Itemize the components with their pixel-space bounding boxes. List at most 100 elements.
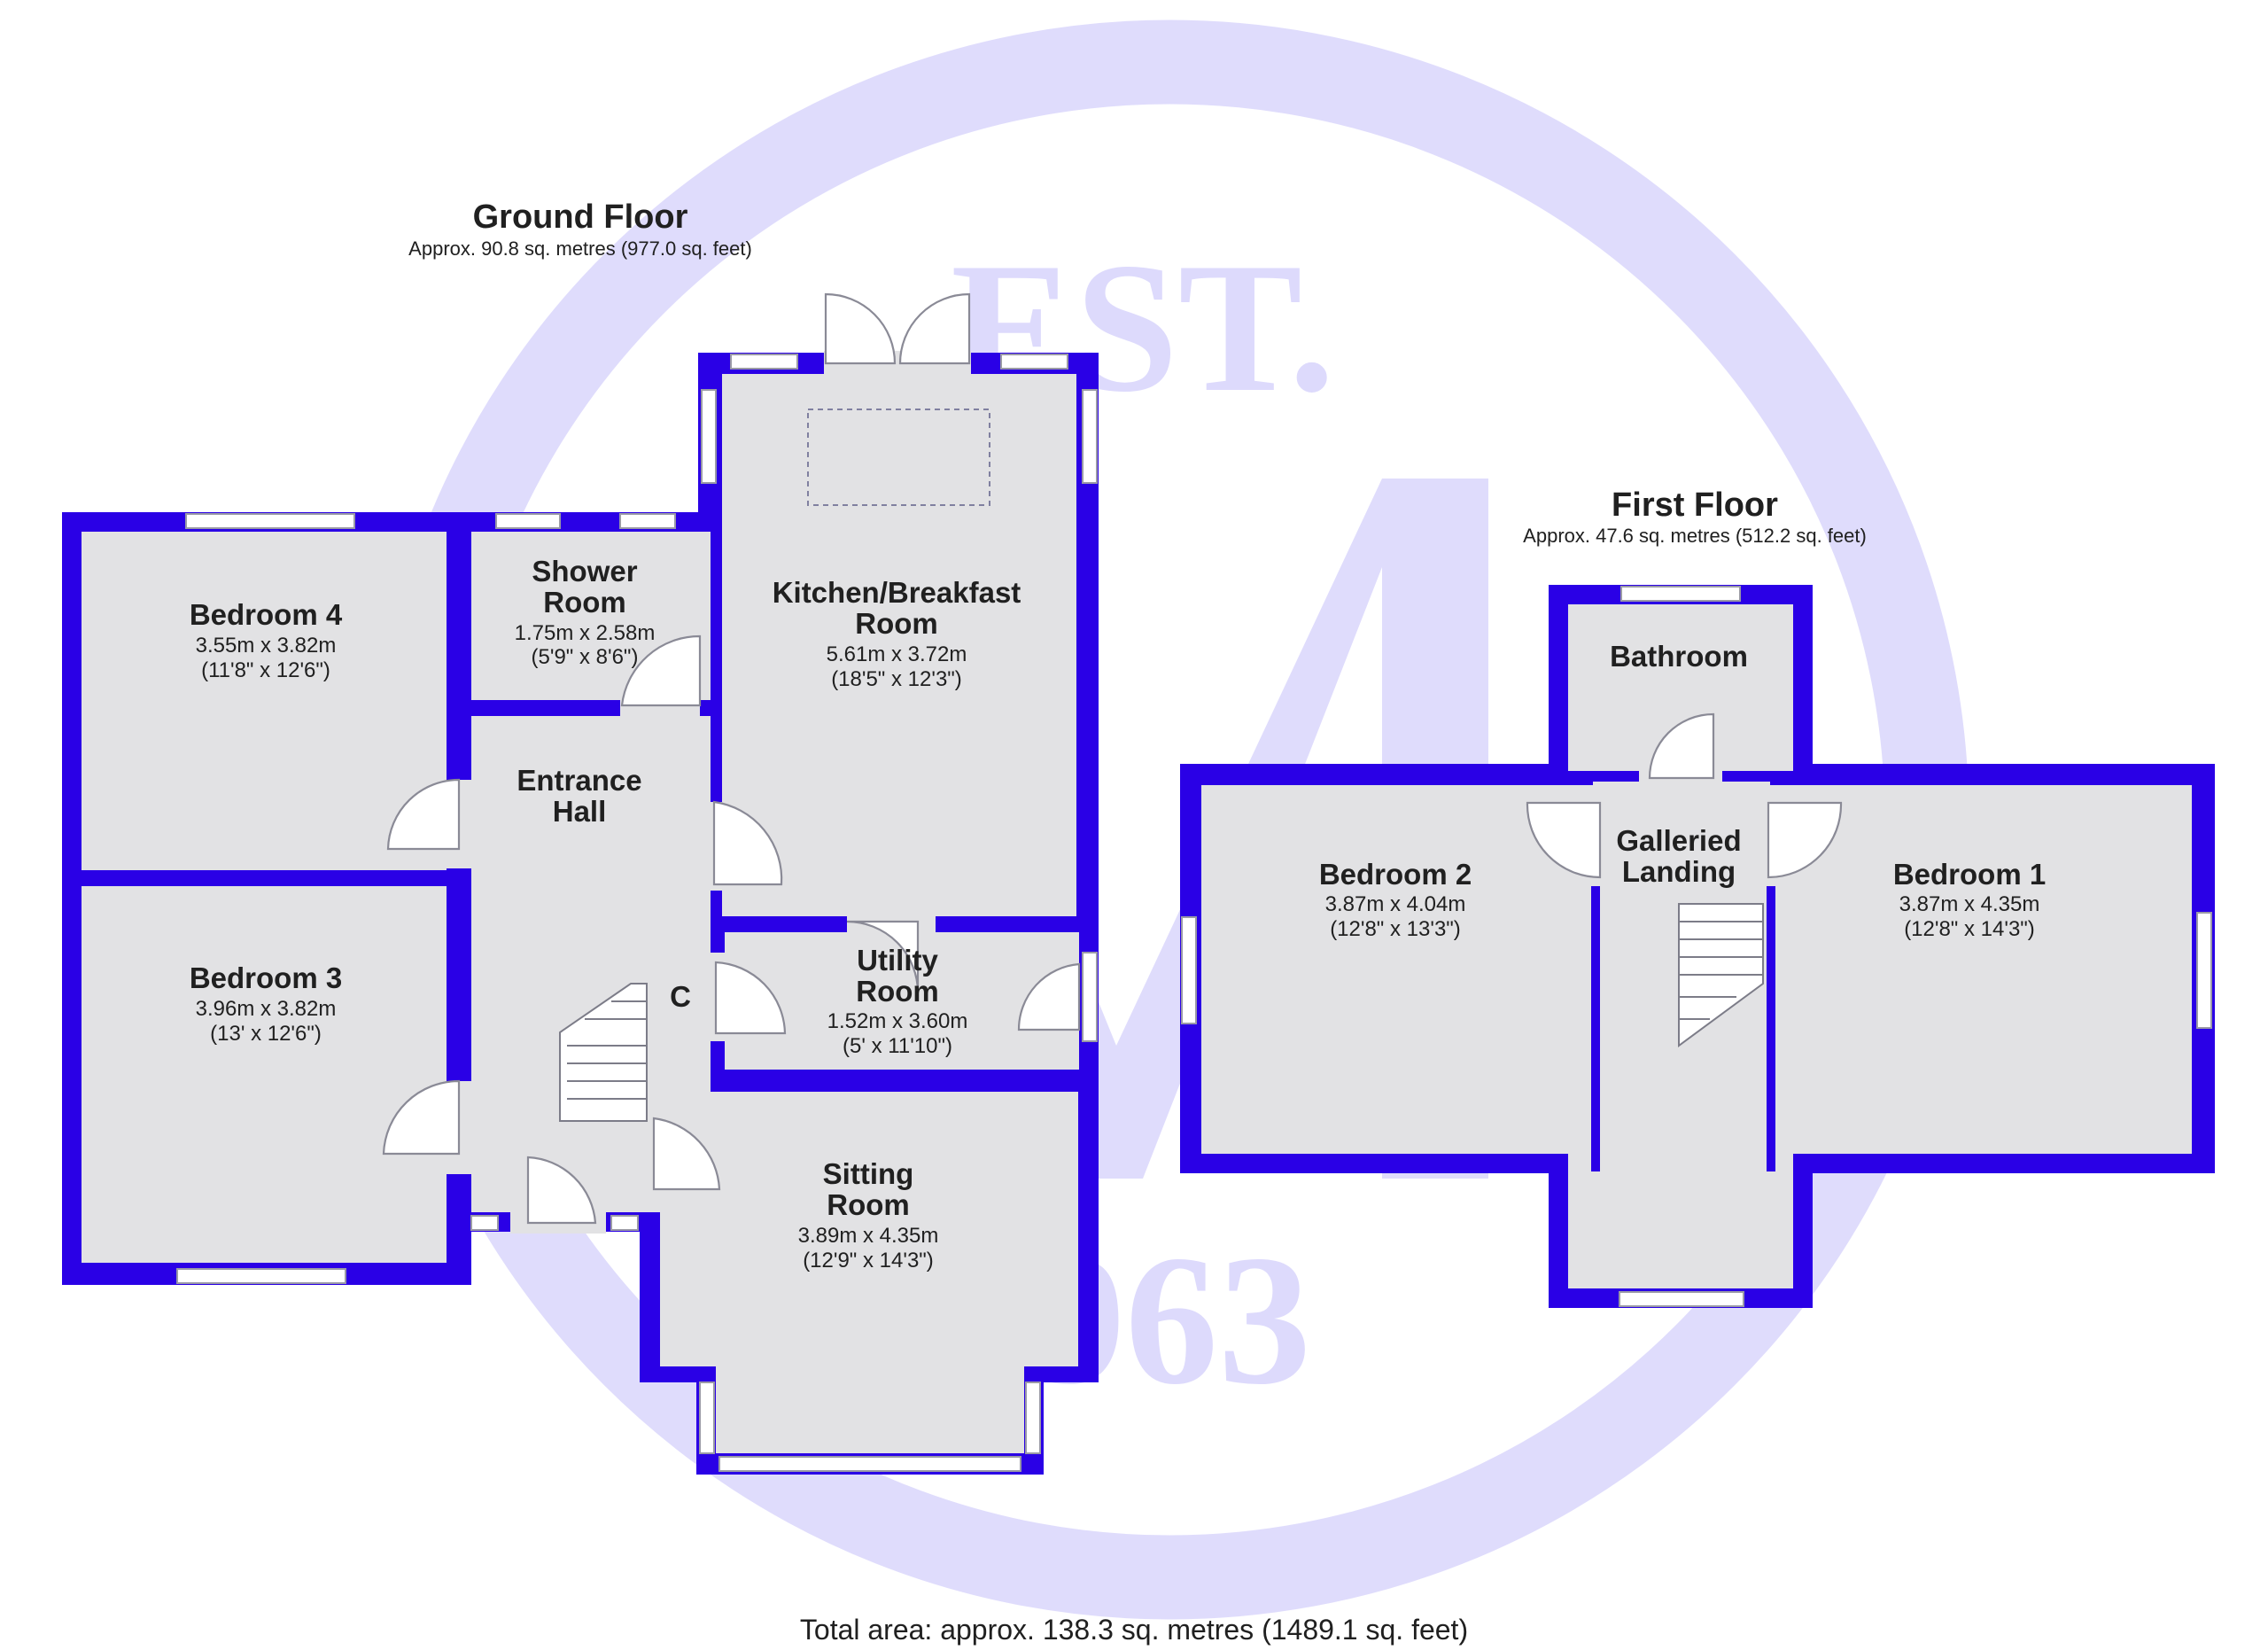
ground-floor-area: Approx. 90.8 sq. metres (977.0 sq. feet) — [408, 237, 752, 260]
window-landing — [1619, 1291, 1744, 1307]
floor-bedroom3 — [82, 886, 447, 1263]
room-bedroom2-metric: 3.87m x 4.04m — [1325, 892, 1466, 916]
room-sitting: Sitting Room 3.89m x 4.35m (12'9" x 14'3… — [798, 1157, 939, 1273]
first-floor: First Floor Approx. 47.6 sq. metres (512… — [1180, 486, 2215, 1308]
room-bedroom4-imperial: (11'8" x 12'6") — [201, 658, 330, 682]
floor-bay — [716, 1365, 1024, 1453]
door-bathroom[interactable] — [1648, 712, 1715, 780]
room-landing: Galleried Landing — [1616, 824, 1741, 888]
window-bay-right — [1025, 1381, 1041, 1454]
floor-bedroom4 — [82, 532, 447, 870]
room-kitchen-name-1: Kitchen/Breakfast — [773, 576, 1021, 609]
window-bathroom — [1620, 586, 1741, 602]
floor-utility — [725, 932, 1079, 1070]
room-sitting-name-1: Sitting — [823, 1157, 914, 1190]
room-kitchen: Kitchen/Breakfast Room 5.61m x 3.72m (18… — [773, 576, 1021, 691]
floor-kitchen — [722, 374, 1076, 916]
room-shower-name-2: Room — [543, 586, 626, 619]
room-sitting-metric: 3.89m x 4.35m — [798, 1224, 939, 1248]
floor-bedroom1 — [1775, 785, 2192, 1154]
window-hall-1 — [470, 1215, 499, 1231]
room-bedroom3-metric: 3.96m x 3.82m — [196, 997, 337, 1021]
wall-bathroom-landing — [1568, 771, 1639, 782]
window-bay-left — [699, 1381, 715, 1454]
door-shower[interactable] — [620, 634, 702, 707]
room-bedroom1-metric: 3.87m x 4.35m — [1899, 892, 2040, 916]
window-bedroom4 — [185, 513, 355, 529]
first-floor-title: First Floor — [1612, 486, 1778, 524]
room-hall-name-1: Entrance — [517, 764, 641, 797]
room-utility-metric: 1.52m x 3.60m — [827, 1009, 968, 1033]
floor-cupboard — [664, 932, 709, 1070]
room-shower-metric: 1.75m x 2.58m — [515, 621, 656, 645]
ground-floor: Ground Floor Approx. 90.8 sq. metres (97… — [62, 198, 1099, 1475]
window-bay-bottom — [718, 1456, 1021, 1472]
skylight-outline — [807, 409, 990, 506]
window-utility — [1082, 952, 1098, 1042]
door-bedroom1[interactable] — [1767, 801, 1843, 879]
room-shower-imperial: (5'9" x 8'6") — [532, 645, 639, 669]
room-landing-name-1: Galleried — [1616, 824, 1741, 857]
window-kitchen-left — [701, 389, 717, 484]
door-kitchen[interactable] — [712, 800, 783, 886]
room-kitchen-name-2: Room — [855, 607, 938, 640]
door-front[interactable] — [526, 1156, 597, 1225]
room-bedroom2: Bedroom 2 3.87m x 4.04m (12'8" x 13'3") — [1319, 858, 1472, 941]
room-bedroom4-metric: 3.55m x 3.82m — [196, 634, 337, 658]
room-utility-name-2: Room — [856, 975, 939, 1008]
window-bedroom3 — [176, 1268, 346, 1284]
room-bedroom3-imperial: (13' x 12'6") — [210, 1022, 322, 1046]
wall-bathroom-landing-2 — [1722, 771, 1793, 782]
door-sitting[interactable] — [652, 1117, 721, 1191]
window-hall-2 — [610, 1215, 639, 1231]
window-kitchen-top-2 — [1000, 354, 1068, 370]
wall-bedroom1-landing — [1767, 886, 1775, 1171]
room-cupboard-name: C — [670, 980, 691, 1013]
room-shower-name-1: Shower — [532, 555, 637, 588]
room-kitchen-metric: 5.61m x 3.72m — [827, 642, 967, 666]
door-cupboard[interactable] — [714, 961, 787, 1035]
room-bedroom3-name: Bedroom 3 — [190, 961, 342, 994]
door-utility-side[interactable] — [1017, 962, 1081, 1031]
room-bathroom: Bathroom — [1610, 640, 1748, 673]
door-bedroom3[interactable] — [382, 1079, 461, 1156]
window-kitchen-top-1 — [730, 354, 798, 370]
ground-floor-title: Ground Floor — [473, 198, 688, 236]
door-french-left[interactable] — [824, 292, 897, 365]
wall-bedroom2-landing — [1591, 886, 1600, 1171]
room-shower: Shower Room 1.75m x 2.58m (5'9" x 8'6") — [515, 555, 656, 669]
door-french-right[interactable] — [898, 292, 971, 365]
room-utility-imperial: (5' x 11'10") — [843, 1034, 952, 1058]
window-shower-2 — [619, 513, 676, 529]
room-hall: Entrance Hall — [517, 764, 641, 828]
window-bedroom2 — [1181, 916, 1197, 1024]
total-area: Total area: approx. 138.3 sq. metres (14… — [800, 1614, 1468, 1646]
first-floor-stairs — [1678, 903, 1764, 1047]
room-bedroom4-name: Bedroom 4 — [190, 598, 343, 631]
window-shower-1 — [495, 513, 561, 529]
floor-bedroom2 — [1201, 785, 1593, 1154]
window-bedroom1 — [2196, 912, 2212, 1029]
room-bedroom2-imperial: (12'8" x 13'3") — [1330, 917, 1461, 941]
room-kitchen-imperial: (18'5" x 12'3") — [831, 667, 962, 691]
room-cupboard: C — [670, 980, 691, 1013]
door-utility-top[interactable] — [846, 920, 920, 993]
room-bathroom-name: Bathroom — [1610, 640, 1748, 673]
room-bedroom1-name: Bedroom 1 — [1893, 858, 2046, 891]
room-bedroom1-imperial: (12'8" x 14'3") — [1904, 917, 2035, 941]
room-sitting-imperial: (12'9" x 14'3") — [803, 1249, 934, 1273]
room-utility: Utility Room 1.52m x 3.60m (5' x 11'10") — [827, 944, 968, 1058]
door-bedroom2[interactable] — [1526, 801, 1602, 879]
floor-kitchen-lower — [722, 886, 1076, 913]
floor-sitting — [660, 1092, 1078, 1366]
room-bedroom1: Bedroom 1 3.87m x 4.35m (12'8" x 14'3") — [1893, 858, 2046, 941]
room-utility-name-1: Utility — [857, 944, 938, 977]
room-bedroom3: Bedroom 3 3.96m x 3.82m (13' x 12'6") — [190, 961, 342, 1046]
ground-floor-stairs — [559, 983, 648, 1122]
first-floor-area: Approx. 47.6 sq. metres (512.2 sq. feet) — [1523, 525, 1867, 547]
room-bedroom4: Bedroom 4 3.55m x 3.82m (11'8" x 12'6") — [190, 598, 343, 682]
room-landing-name-2: Landing — [1622, 855, 1736, 888]
room-hall-name-2: Hall — [553, 795, 607, 828]
door-bedroom4[interactable] — [386, 778, 461, 851]
